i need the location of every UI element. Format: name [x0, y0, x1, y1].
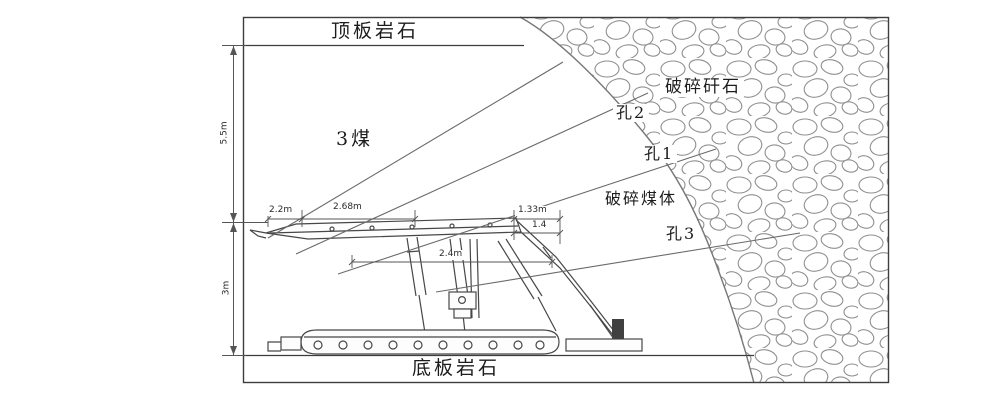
canopy-tip — [249, 229, 267, 239]
hole2-label: 孔2 — [613, 104, 650, 122]
coal-seam-label: 3煤 — [336, 128, 374, 150]
hydraulic-support-machine — [249, 217, 643, 355]
canopy-beam — [265, 217, 522, 240]
left-dimension-chain — [222, 45, 268, 356]
gangue-boundary-line — [519, 16, 755, 384]
hydraulic-leg-front — [406, 236, 427, 334]
hole3-label: 孔3 — [663, 225, 700, 243]
dim-canopy-mid: 2.68m — [330, 202, 365, 213]
hole1-label: 孔1 — [641, 145, 678, 163]
front-attachment — [280, 336, 302, 351]
shield-link-inner — [520, 231, 617, 340]
dim-gap-lower: 1.4 — [529, 220, 550, 231]
drill-rod-hole3 — [435, 232, 801, 293]
dim-left-upper: 5.5m — [219, 121, 230, 145]
drill-rod-upper — [267, 61, 564, 239]
drawing-border — [242, 16, 890, 384]
broken-coal-label: 破碎煤体 — [602, 190, 681, 208]
broken-gangue-label: 破碎矸石 — [662, 78, 744, 97]
dim-under-canopy: 2.4m — [436, 249, 466, 260]
dim-gap-upper: 1.33m — [515, 205, 550, 216]
roof-rock-label: 顶板岩石 — [331, 20, 420, 42]
diagonal-ram — [497, 238, 557, 332]
shield-link-outer — [515, 219, 615, 332]
drill-rod-hole2 — [295, 92, 649, 255]
drill-rods — [267, 61, 801, 293]
small-dimensions — [264, 210, 564, 268]
tail-skid — [565, 338, 643, 352]
floor-rock-label: 底板岩石 — [412, 357, 501, 379]
tail-prop — [612, 319, 624, 339]
broken-gangue-region — [520, 17, 888, 383]
dim-canopy-front: 2.2m — [266, 205, 296, 216]
dim-left-lower: 3m — [221, 280, 232, 296]
drill-mast — [448, 238, 480, 319]
